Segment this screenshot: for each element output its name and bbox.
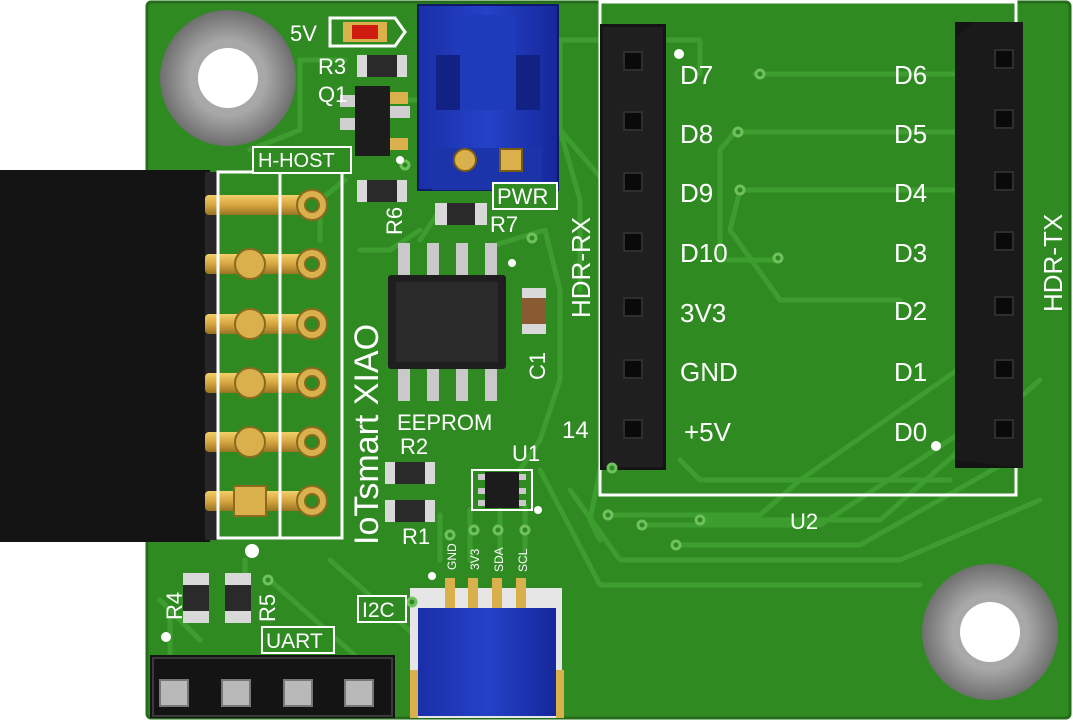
resistor-r4 — [183, 573, 209, 623]
rx-pin-gnd: GND — [680, 357, 738, 387]
label-i2c-3v3: 3V3 — [468, 548, 482, 570]
label-hdr-tx: HDR-TX — [1038, 214, 1068, 312]
label-h-host-box: H-HOST — [252, 146, 352, 174]
tx-pin-d2: D2 — [894, 296, 927, 326]
tx-pin-d1: D1 — [894, 357, 927, 387]
label-u2: U2 — [790, 509, 818, 534]
mounting-hole-top-left — [160, 10, 296, 146]
tx-pin-labels: D6 D5 D4 D3 D2 D1 D0 — [894, 60, 927, 447]
label-r7: R7 — [490, 212, 518, 237]
tx-pin-d5: D5 — [894, 119, 927, 149]
label-r4: R4 — [162, 592, 187, 620]
label-pwr-box: PWR — [492, 182, 558, 210]
rx-pin-3v3: 3V3 — [680, 298, 726, 328]
i2c-pin-labels: GND 3V3 SDA SCL — [445, 543, 530, 572]
label-r5: R5 — [255, 594, 280, 622]
resistor-r7 — [435, 203, 487, 225]
label-i2c-box: I2C — [357, 595, 407, 623]
label-r3: R3 — [318, 54, 346, 79]
rx-pin-d8: D8 — [680, 119, 713, 149]
rx-pin-5v: +5V — [684, 417, 732, 447]
resistor-r2 — [385, 462, 435, 484]
rx-pin-d10: D10 — [680, 238, 728, 268]
label-pwr: PWR — [497, 184, 548, 209]
label-uart-box: UART — [261, 626, 335, 654]
label-uart: UART — [266, 630, 323, 653]
uart-header — [150, 655, 395, 718]
vias — [262, 68, 784, 608]
host-header-pads — [233, 189, 328, 517]
host-header — [0, 170, 344, 542]
resistor-r1 — [385, 500, 435, 522]
capacitor-c1 — [522, 288, 546, 334]
rx-pin-d7: D7 — [680, 60, 713, 90]
hdr-rx-header — [600, 24, 666, 470]
label-hdr-rx: HDR-RX — [566, 217, 596, 318]
resistor-r5 — [225, 573, 251, 623]
resistor-r6 — [357, 180, 407, 202]
label-r1: R1 — [402, 524, 430, 549]
label-5v: 5V — [290, 21, 317, 46]
label-i2c-gnd: GND — [445, 543, 459, 570]
hdr-tx-header — [955, 22, 1023, 468]
resistor-r3 — [357, 55, 407, 77]
silk-labels: 5V R3 Q1 R7 EEPROM R2 R1 U1 U2 14 R6 C1 … — [162, 21, 1068, 622]
label-r2: R2 — [400, 434, 428, 459]
label-i2c-sda: SDA — [492, 547, 506, 572]
label-iotsmart-xiao: IoTsmart XIAO — [348, 324, 386, 545]
label-i2c: I2C — [362, 599, 395, 622]
silk-dots — [161, 49, 941, 642]
label-c1: C1 — [525, 352, 550, 380]
eeprom-chip — [388, 243, 506, 401]
pwr-connector — [417, 4, 559, 191]
tx-pin-d0: D0 — [894, 417, 927, 447]
ic-u1 — [471, 469, 533, 511]
rx-pin-labels: D7 D8 D9 D10 3V3 GND +5V — [680, 60, 738, 447]
label-q1: Q1 — [318, 82, 347, 107]
rx-pin-d9: D9 — [680, 178, 713, 208]
label-h-host: H-HOST — [258, 150, 335, 172]
label-eeprom: EEPROM — [397, 410, 492, 435]
tx-pin-d3: D3 — [894, 238, 927, 268]
label-pin14: 14 — [562, 417, 589, 444]
label-u1: U1 — [512, 441, 540, 466]
transistor-q1 — [340, 86, 410, 156]
tx-pin-d4: D4 — [894, 178, 927, 208]
tx-pin-d6: D6 — [894, 60, 927, 90]
label-r6: R6 — [382, 207, 407, 235]
i2c-connector — [410, 578, 564, 718]
label-i2c-scl: SCL — [516, 548, 530, 572]
led-5v — [328, 16, 407, 48]
mounting-hole-bottom-right — [922, 564, 1058, 700]
